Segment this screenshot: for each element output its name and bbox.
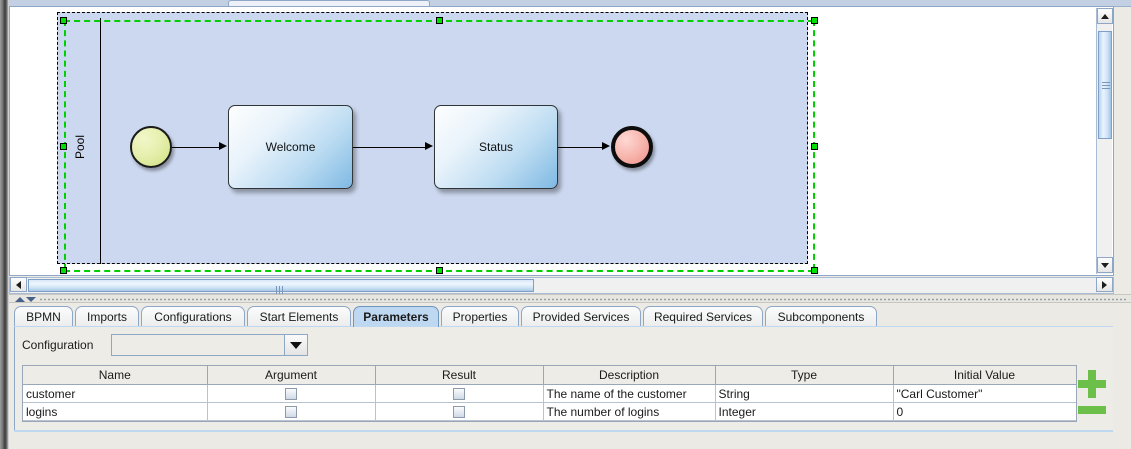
parameters-panel: Configuration Name Argument Result Des bbox=[14, 327, 1117, 432]
configuration-dropdown-button[interactable] bbox=[284, 335, 307, 355]
tab-bpmn[interactable]: BPMN bbox=[14, 306, 73, 327]
sequence-flow-2-arrowhead bbox=[425, 142, 433, 150]
cell-result[interactable] bbox=[375, 384, 544, 403]
resize-handle-middle-right[interactable] bbox=[811, 143, 818, 150]
tab-properties[interactable]: Properties bbox=[441, 306, 519, 327]
cell-type[interactable]: String bbox=[715, 384, 894, 403]
result-checkbox[interactable] bbox=[453, 405, 465, 418]
split-pane-divider[interactable] bbox=[9, 294, 1131, 303]
cell-description[interactable]: The name of the customer bbox=[543, 384, 716, 403]
sequence-flow-3-arrowhead bbox=[602, 142, 610, 150]
resize-handle-bottom-right[interactable] bbox=[811, 267, 818, 274]
table-empty-area bbox=[23, 420, 1076, 421]
resize-handle-middle-left[interactable] bbox=[60, 143, 67, 150]
resize-handle-top-left[interactable] bbox=[60, 17, 67, 24]
result-checkbox[interactable] bbox=[453, 387, 465, 400]
start-event-icon[interactable] bbox=[130, 126, 172, 168]
remove-parameter-button[interactable] bbox=[1078, 406, 1106, 414]
cell-argument[interactable] bbox=[207, 402, 376, 421]
column-header-name[interactable]: Name bbox=[23, 366, 208, 385]
divider-collapse-down-icon[interactable] bbox=[26, 297, 36, 302]
table-header-row: Name Argument Result Description Type In… bbox=[23, 366, 1076, 385]
property-tabs[interactable]: BPMN Imports Configurations Start Elemen… bbox=[14, 306, 1119, 327]
scroll-left-button[interactable] bbox=[10, 277, 27, 292]
task-welcome[interactable]: Welcome bbox=[228, 105, 353, 189]
scrollbar-grip-icon bbox=[276, 283, 285, 294]
cell-name[interactable]: logins bbox=[23, 402, 208, 421]
scroll-right-button[interactable] bbox=[1096, 277, 1113, 292]
cell-description[interactable]: The number of logins bbox=[543, 402, 716, 421]
cell-initial-value[interactable]: "Carl Customer" bbox=[893, 384, 1076, 403]
resize-handle-top-center[interactable] bbox=[436, 17, 443, 24]
vertical-scrollbar-thumb[interactable] bbox=[1098, 31, 1112, 139]
window-left-edge bbox=[0, 0, 9, 449]
sequence-flow-3[interactable] bbox=[558, 147, 603, 148]
triangle-down-icon bbox=[1101, 262, 1109, 268]
add-parameter-button[interactable] bbox=[1078, 370, 1106, 398]
tab-imports[interactable]: Imports bbox=[75, 306, 139, 327]
end-event-icon[interactable] bbox=[611, 126, 653, 168]
window-right-edge bbox=[1113, 303, 1131, 449]
upper-tab-fragment[interactable] bbox=[228, 0, 430, 6]
triangle-left-icon bbox=[16, 280, 21, 289]
cell-initial-value[interactable]: 0 bbox=[893, 402, 1076, 421]
diagram-vertical-scrollbar[interactable] bbox=[1096, 8, 1113, 274]
tab-configurations[interactable]: Configurations bbox=[141, 306, 245, 327]
task-status[interactable]: Status bbox=[434, 105, 558, 189]
column-header-initial-value[interactable]: Initial Value bbox=[893, 366, 1076, 385]
horizontal-scrollbar-thumb[interactable] bbox=[28, 279, 534, 294]
parameters-table[interactable]: Name Argument Result Description Type In… bbox=[22, 365, 1077, 422]
scroll-up-button[interactable] bbox=[1097, 8, 1113, 24]
table-row[interactable]: customer The name of the customer String… bbox=[23, 384, 1076, 403]
sequence-flow-2[interactable] bbox=[353, 147, 426, 148]
argument-checkbox[interactable] bbox=[285, 405, 297, 418]
divider-collapse-up-icon[interactable] bbox=[15, 297, 25, 302]
tab-required-services[interactable]: Required Services bbox=[643, 306, 763, 327]
tab-start-elements[interactable]: Start Elements bbox=[247, 306, 351, 327]
configuration-label: Configuration bbox=[22, 338, 94, 352]
configuration-value bbox=[112, 335, 284, 355]
resize-handle-bottom-center[interactable] bbox=[436, 267, 443, 274]
table-row[interactable]: logins The number of logins Integer 0 bbox=[23, 402, 1076, 421]
scroll-down-button[interactable] bbox=[1097, 257, 1113, 273]
triangle-right-icon bbox=[1102, 280, 1107, 289]
cell-name[interactable]: customer bbox=[23, 384, 208, 403]
tab-parameters[interactable]: Parameters bbox=[353, 306, 439, 327]
cell-result[interactable] bbox=[375, 402, 544, 421]
resize-handle-top-right[interactable] bbox=[811, 17, 818, 24]
pool-lane-divider bbox=[100, 18, 101, 264]
column-header-type[interactable]: Type bbox=[715, 366, 894, 385]
bpmn-diagram-panel[interactable]: Pool Welcome Sta bbox=[9, 6, 1114, 276]
task-status-label: Status bbox=[478, 140, 514, 154]
cell-type[interactable]: Integer bbox=[715, 402, 894, 421]
column-header-result[interactable]: Result bbox=[375, 366, 544, 385]
configuration-combobox[interactable] bbox=[111, 334, 308, 356]
bpmn-pool[interactable] bbox=[57, 12, 808, 264]
window-bottom-edge bbox=[9, 432, 1131, 449]
bpmn-canvas[interactable]: Pool Welcome Sta bbox=[10, 7, 1098, 275]
sequence-flow-1-arrowhead bbox=[219, 142, 227, 150]
resize-handle-bottom-left[interactable] bbox=[60, 267, 67, 274]
pool-label: Pool bbox=[73, 134, 87, 160]
column-header-argument[interactable]: Argument bbox=[207, 366, 376, 385]
tab-subcomponents[interactable]: Subcomponents bbox=[765, 306, 877, 327]
panel-bottom-line bbox=[14, 430, 1117, 432]
column-header-description[interactable]: Description bbox=[543, 366, 716, 385]
chevron-down-icon bbox=[290, 341, 302, 349]
argument-checkbox[interactable] bbox=[285, 387, 297, 400]
diagram-horizontal-scrollbar[interactable] bbox=[9, 277, 1114, 294]
divider-grip-icon bbox=[39, 298, 1127, 301]
tab-provided-services[interactable]: Provided Services bbox=[521, 306, 641, 327]
task-welcome-label: Welcome bbox=[265, 140, 316, 154]
cell-argument[interactable] bbox=[207, 384, 376, 403]
scrollbar-grip-icon bbox=[1102, 82, 1110, 89]
sequence-flow-1[interactable] bbox=[172, 147, 220, 148]
triangle-up-icon bbox=[1101, 13, 1109, 19]
